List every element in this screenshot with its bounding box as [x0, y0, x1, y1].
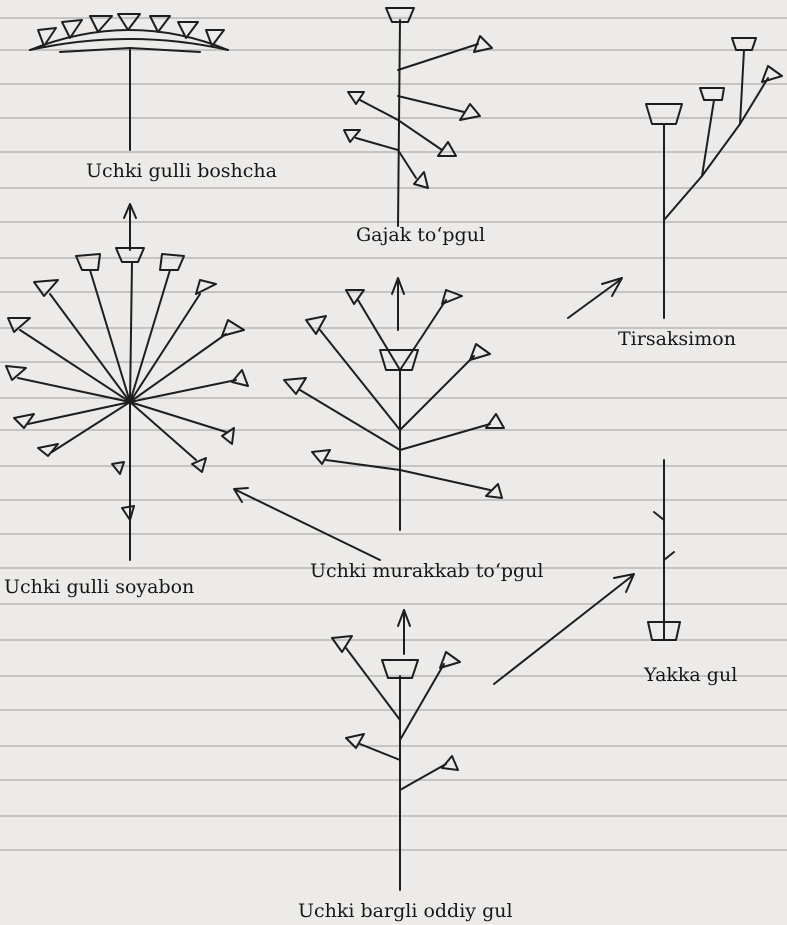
corymb-drawing	[344, 8, 492, 226]
arrow-to-cincinnus	[568, 278, 622, 318]
cincinnus-drawing	[646, 38, 782, 318]
capitulum-drawing	[30, 14, 228, 150]
arrow-compound-up	[392, 278, 404, 330]
terminal-leafy-drawing	[332, 636, 460, 890]
label-umbel: Uchki gulli soyabon	[4, 578, 194, 597]
label-corymb: Gajak to‘pgul	[356, 226, 485, 245]
label-compound: Uchki murakkab to‘pgul	[310, 562, 544, 581]
arrow-to-umbel	[234, 488, 380, 560]
background-bleed	[0, 18, 787, 850]
label-capitulum: Uchki gulli boshcha	[86, 162, 277, 181]
label-terminal-leafy: Uchki bargli oddiy gul	[298, 902, 513, 921]
solitary-drawing	[648, 460, 680, 640]
arrow-to-solitary	[494, 574, 634, 684]
label-solitary: Yakka gul	[644, 666, 737, 685]
arrow-to-capitulum	[124, 204, 136, 250]
umbel-drawing	[6, 248, 248, 560]
compound-drawing	[284, 290, 504, 530]
label-cincinnus: Tirsaksimon	[618, 330, 736, 349]
arrow-leafy-up	[398, 610, 410, 654]
